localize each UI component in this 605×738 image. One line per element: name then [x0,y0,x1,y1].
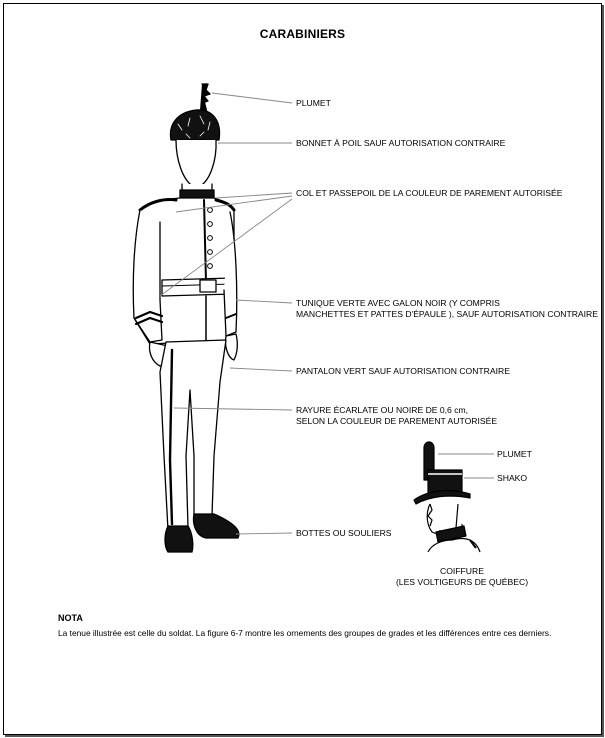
label-tunique-line1: TUNIQUE VERTE AVEC GALON NOIR (Y COMPRIS [296,298,500,309]
label-plumet: PLUMET [296,98,331,109]
inset-caption-line1: COIFFURE [372,566,552,577]
inset-caption-line2: (LES VOLTIGEURS DE QUÉBEC) [372,577,552,588]
inset-shako-illustration [414,442,480,552]
inset-label-shako: SHAKO [497,473,527,484]
label-bonnet: BONNET À POIL SAUF AUTORISATION CONTRAIR… [296,138,505,149]
bearskin-cap-drawing [170,110,219,140]
inset-shoulder-drawing [428,539,480,553]
label-rayure-line2: SELON LA COULEUR DE PAREMENT AUTORISÉE [296,416,497,427]
nota-text: La tenue illustrée est celle du soldat. … [58,628,551,638]
plume-drawing [200,84,210,113]
label-bottes: BOTTES OU SOULIERS [296,528,392,539]
inset-label-plumet: PLUMET [497,449,532,460]
label-tunique-line2: MANCHETTES ET PATTES D'ÉPAULE ), SAUF AU… [296,309,598,320]
label-rayure-line1: RAYURE ÉCARLATE OU NOIRE DE 0,6 cm, [296,405,468,416]
boots-drawing [165,526,193,552]
nota-title: NOTA [58,613,83,623]
head-drawing [176,140,216,188]
label-pantalon: PANTALON VERT SAUF AUTORISATION CONTRAIR… [296,366,510,377]
label-col: COL ET PASSEPOIL DE LA COULEUR DE PAREME… [296,188,562,199]
left-hand-drawing [225,334,237,360]
